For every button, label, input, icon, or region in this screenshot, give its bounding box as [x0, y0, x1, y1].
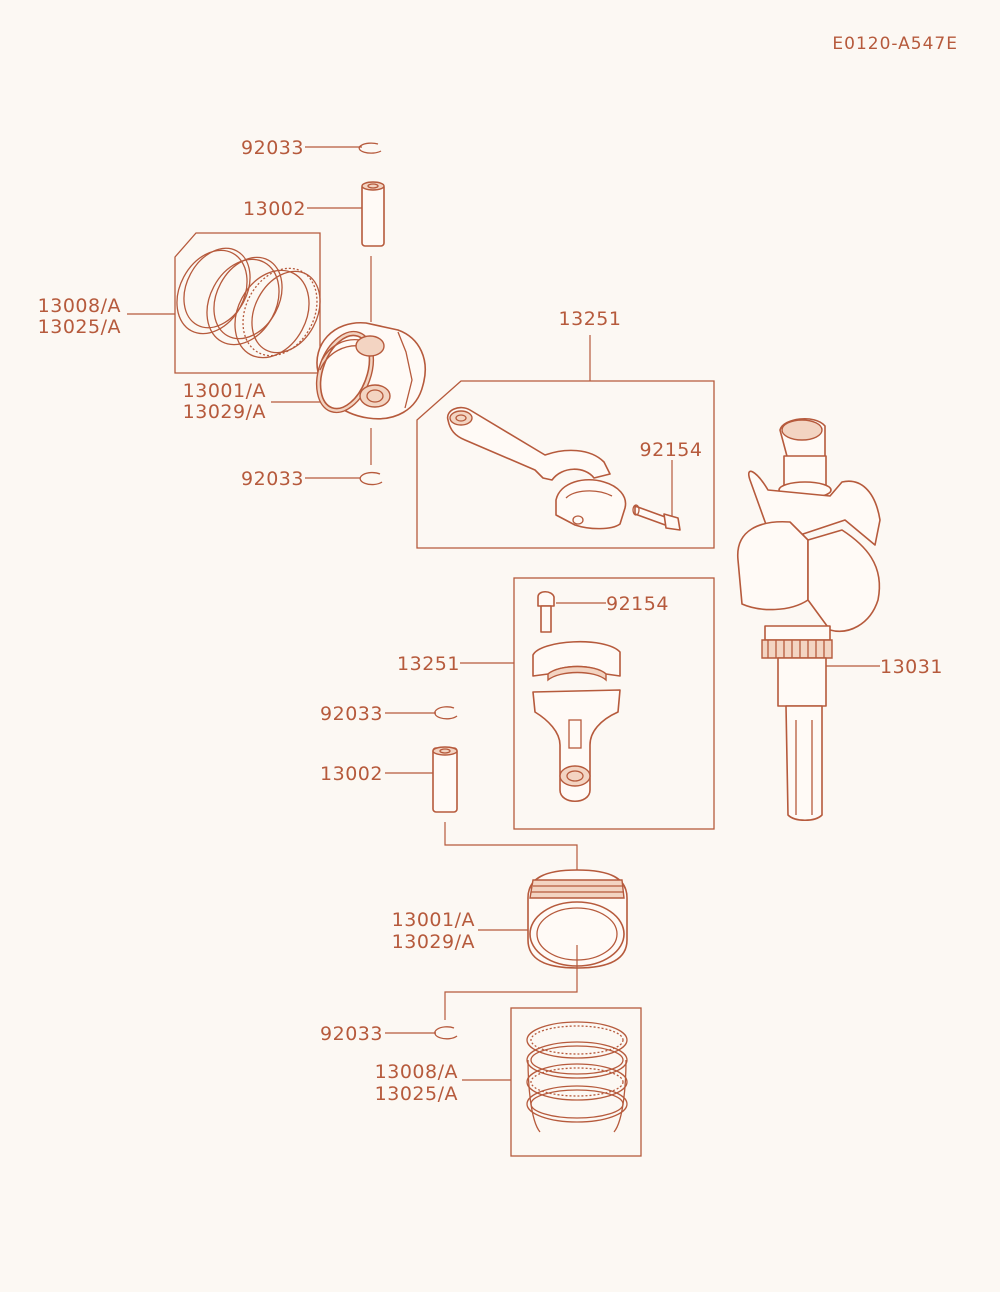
- label-piston-top-1[interactable]: 13001/A: [183, 380, 266, 402]
- circlip-part-top-2[interactable]: [359, 471, 383, 486]
- label-rod-bottom[interactable]: 13251: [397, 653, 460, 675]
- axis-line: [444, 822, 578, 870]
- label-rings-top-2[interactable]: 13025/A: [38, 316, 121, 338]
- bolt-part-top[interactable]: [632, 504, 681, 531]
- label-piston-bottom-1[interactable]: 13001/A: [392, 909, 475, 931]
- label-piston-bottom-2[interactable]: 13029/A: [392, 931, 475, 953]
- connecting-rod-part-top[interactable]: [446, 406, 627, 530]
- label-piston-top-2[interactable]: 13029/A: [183, 401, 266, 423]
- circlip-part-top-1[interactable]: [358, 142, 382, 154]
- label-pin-bottom[interactable]: 13002: [320, 763, 383, 785]
- label-pin-top[interactable]: 13002: [243, 198, 306, 220]
- label-clip-bottom-1[interactable]: 92033: [320, 703, 383, 725]
- rod-box-top: [416, 380, 715, 549]
- label-crankshaft[interactable]: 13031: [880, 656, 943, 678]
- label-rod-top[interactable]: 13251: [559, 308, 622, 330]
- label-rings-bottom-1[interactable]: 13008/A: [375, 1061, 458, 1083]
- label-clip-top-1[interactable]: 92033: [241, 137, 304, 159]
- connecting-rod-part-bottom[interactable]: [532, 640, 621, 803]
- circlip-part-bottom-1[interactable]: [434, 706, 458, 720]
- rings-box-top: [174, 232, 321, 374]
- rod-box-bottom: [513, 577, 715, 830]
- label-clip-bottom-2[interactable]: 92033: [320, 1023, 383, 1045]
- label-rings-bottom-2[interactable]: 13025/A: [375, 1083, 458, 1105]
- diagram-ref-code: E0120-A547E: [832, 34, 958, 54]
- piston-pin-part-top[interactable]: [361, 181, 385, 247]
- piston-pin-part-bottom[interactable]: [432, 746, 458, 813]
- piston-part-top[interactable]: [306, 322, 427, 421]
- label-bolt-top[interactable]: 92154: [640, 439, 703, 461]
- label-rings-top-1[interactable]: 13008/A: [38, 295, 121, 317]
- label-bolt-bottom[interactable]: 92154: [606, 593, 669, 615]
- axis-line: [444, 945, 578, 1020]
- circlip-part-bottom-2[interactable]: [434, 1026, 458, 1040]
- piston-rings-part-top[interactable]: [163, 237, 333, 371]
- crankshaft-part[interactable]: [737, 418, 881, 822]
- bolt-part-bottom[interactable]: [537, 590, 555, 633]
- label-clip-top-2[interactable]: 92033: [241, 468, 304, 490]
- rings-box-bottom: [510, 1007, 642, 1157]
- piston-rings-part-bottom[interactable]: [526, 1021, 628, 1133]
